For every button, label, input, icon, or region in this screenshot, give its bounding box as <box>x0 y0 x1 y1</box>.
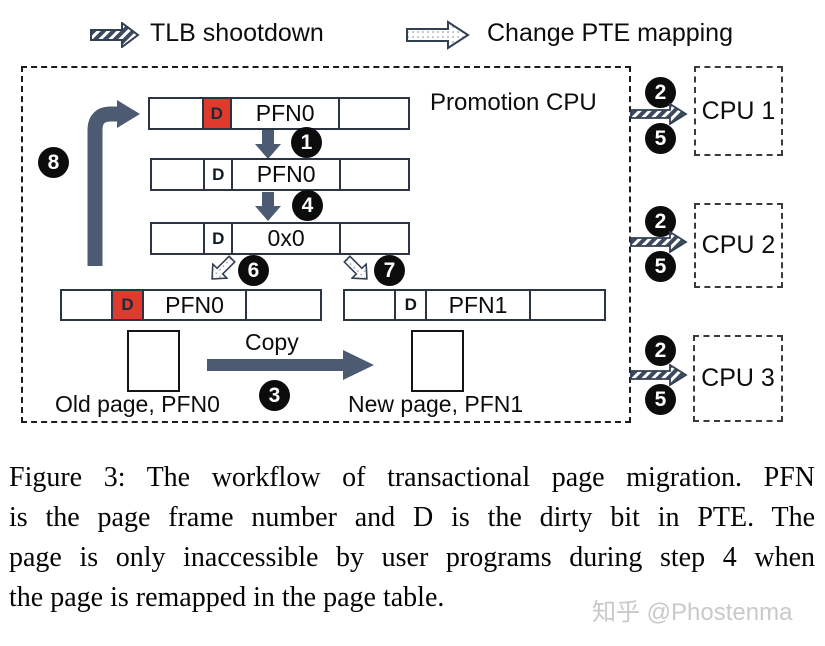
copy-label: Copy <box>245 329 299 355</box>
pte-row-old-page: D PFN0 <box>60 289 322 321</box>
cpu2-label: CPU 2 <box>701 231 776 259</box>
pte-cell-empty <box>338 160 408 189</box>
cpu2-box: CPU 2 <box>694 203 783 288</box>
remap-back-arrow-icon <box>87 100 140 266</box>
dirty-bit-cell: D <box>394 291 425 319</box>
pte-row-dirty-pfn0: D PFN0 <box>148 97 410 130</box>
pte-cell-empty <box>150 99 202 128</box>
pfn-cell: PFN0 <box>231 160 339 189</box>
step-badge-5: 5 <box>645 384 676 415</box>
pte-cell-empty <box>338 99 408 128</box>
step-badge-5: 5 <box>645 251 676 282</box>
pte-cell-empty <box>152 160 203 189</box>
watermark-text: 知乎 @Phostenma <box>592 599 793 626</box>
tlb-shootdown-arrow-icon <box>630 364 688 386</box>
dirty-bit-cell: D <box>203 160 231 189</box>
caption-line: page is only inaccessible by user progra… <box>9 542 815 573</box>
step-badge-5: 5 <box>645 123 676 154</box>
pte-cell-empty <box>528 291 604 319</box>
caption-line: the page is remapped in the page table. <box>9 582 445 613</box>
pfn-cell: 0x0 <box>231 224 339 253</box>
copy-arrow-icon <box>207 350 374 380</box>
old-page-label: Old page, PFN0 <box>55 391 220 417</box>
pte-row-unmapped: D 0x0 <box>150 222 410 255</box>
pte-row-new-page: D PFN1 <box>343 289 606 321</box>
caption-line: Figure 3: The workflow of transactional … <box>9 462 815 493</box>
pte-cell-empty <box>345 291 394 319</box>
pfn-cell: PFN0 <box>141 291 245 319</box>
step-badge-2: 2 <box>645 77 676 108</box>
cpu1-label: CPU 1 <box>701 96 776 125</box>
cpu3-box: CPU 3 <box>693 335 783 422</box>
pte-cell-empty <box>245 291 320 319</box>
step-badge-7: 7 <box>374 255 405 286</box>
map-new-page-arrow-icon <box>343 255 368 280</box>
new-page-box <box>411 330 464 392</box>
migration-boundary-box <box>21 66 631 423</box>
pfn-cell: PFN1 <box>425 291 529 319</box>
dirty-bit-cell: D <box>111 291 142 319</box>
old-page-box <box>127 330 180 392</box>
tlb-shootdown-arrow-icon <box>90 22 140 48</box>
new-page-label: New page, PFN1 <box>348 391 524 417</box>
tlb-shootdown-arrow-icon <box>630 103 688 125</box>
step-badge-2: 2 <box>645 335 676 366</box>
legend-pte-label: Change PTE mapping <box>487 19 733 47</box>
pte-cell-empty <box>338 224 408 253</box>
map-old-page-arrow-icon <box>211 255 236 280</box>
pfn-cell: PFN0 <box>229 99 338 128</box>
pte-cell-empty <box>152 224 203 253</box>
step-badge-8: 8 <box>38 147 69 178</box>
pte-cell-empty <box>62 291 111 319</box>
down-arrow-icon <box>255 130 281 159</box>
caption-line: is the page frame number and D is the di… <box>9 502 815 533</box>
promotion-cpu-label: Promotion CPU <box>430 89 597 116</box>
dirty-bit-cell: D <box>201 99 230 128</box>
step-badge-3: 3 <box>259 380 290 411</box>
dirty-bit-cell: D <box>203 224 231 253</box>
pte-row-clean-pfn0: D PFN0 <box>150 158 410 191</box>
legend-tlb-label: TLB shootdown <box>150 19 324 47</box>
step-badge-1: 1 <box>291 127 322 158</box>
step-badge-6: 6 <box>238 255 269 286</box>
cpu1-box: CPU 1 <box>694 66 783 156</box>
tlb-shootdown-arrow-icon <box>630 231 688 253</box>
step-badge-4: 4 <box>292 190 323 221</box>
cpu3-label: CPU 3 <box>701 364 775 392</box>
change-pte-arrow-icon <box>406 20 470 50</box>
down-arrow-icon <box>255 192 281 221</box>
figure-caption: Figure 3: The workflow of transactional … <box>9 458 815 618</box>
